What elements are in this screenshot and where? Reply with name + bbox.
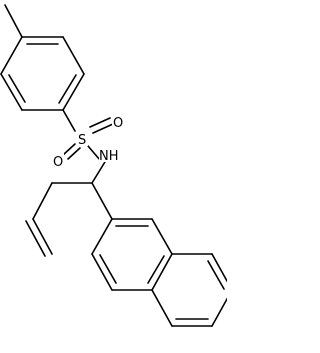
naphthalene-left-ring (91, 218, 173, 291)
oxygen-label-right: O (113, 116, 123, 131)
nitrogen-label: NH (99, 149, 119, 164)
carbon-naphthyl-bond (91, 182, 113, 220)
tolyl-ring (0, 36, 85, 111)
sulfur-atom: S (77, 130, 88, 148)
oxygen-atom-right: O (112, 113, 124, 131)
sulfonyl-double-bonds (62, 117, 114, 160)
oxygen-atom-bottom: O (52, 152, 64, 170)
structural-formula: S O O NH (0, 4, 227, 327)
ring-sulfur-bond (62, 109, 76, 132)
naphthalene-right-ring (151, 253, 227, 327)
sulfur-nitrogen-bond (87, 145, 101, 161)
methyl-group (4, 4, 23, 38)
sulfur-label: S (78, 133, 86, 148)
nitrogen-atom: NH (99, 146, 120, 164)
allyl-chain (25, 182, 93, 257)
oxygen-label-bottom: O (53, 155, 63, 170)
